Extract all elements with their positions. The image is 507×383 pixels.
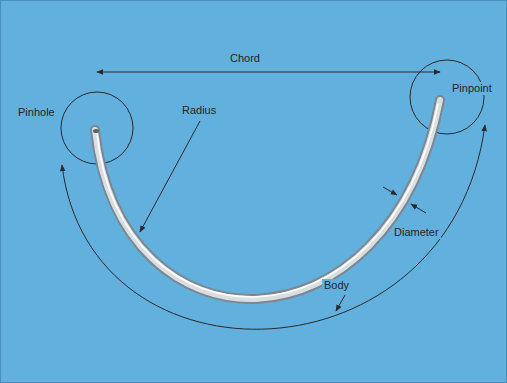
pinpoint-circle [410, 60, 484, 134]
part-label: Radius [180, 104, 218, 117]
radius-leader [140, 121, 200, 232]
part-label: Diameter [392, 226, 441, 239]
needle-highlight [97, 104, 438, 297]
part-label: Body [322, 279, 351, 292]
part-label: Pinhole [16, 106, 57, 119]
needle-eye [93, 129, 99, 133]
diameter-arrow [411, 204, 426, 213]
part-label: Pinpoint [450, 82, 494, 95]
needle-body [95, 100, 440, 299]
chord-line [97, 72, 440, 73]
part-label: Chord [228, 52, 262, 65]
diameter-arrow [383, 187, 397, 195]
needle-shadow [95, 100, 440, 299]
body-leader [336, 295, 345, 311]
